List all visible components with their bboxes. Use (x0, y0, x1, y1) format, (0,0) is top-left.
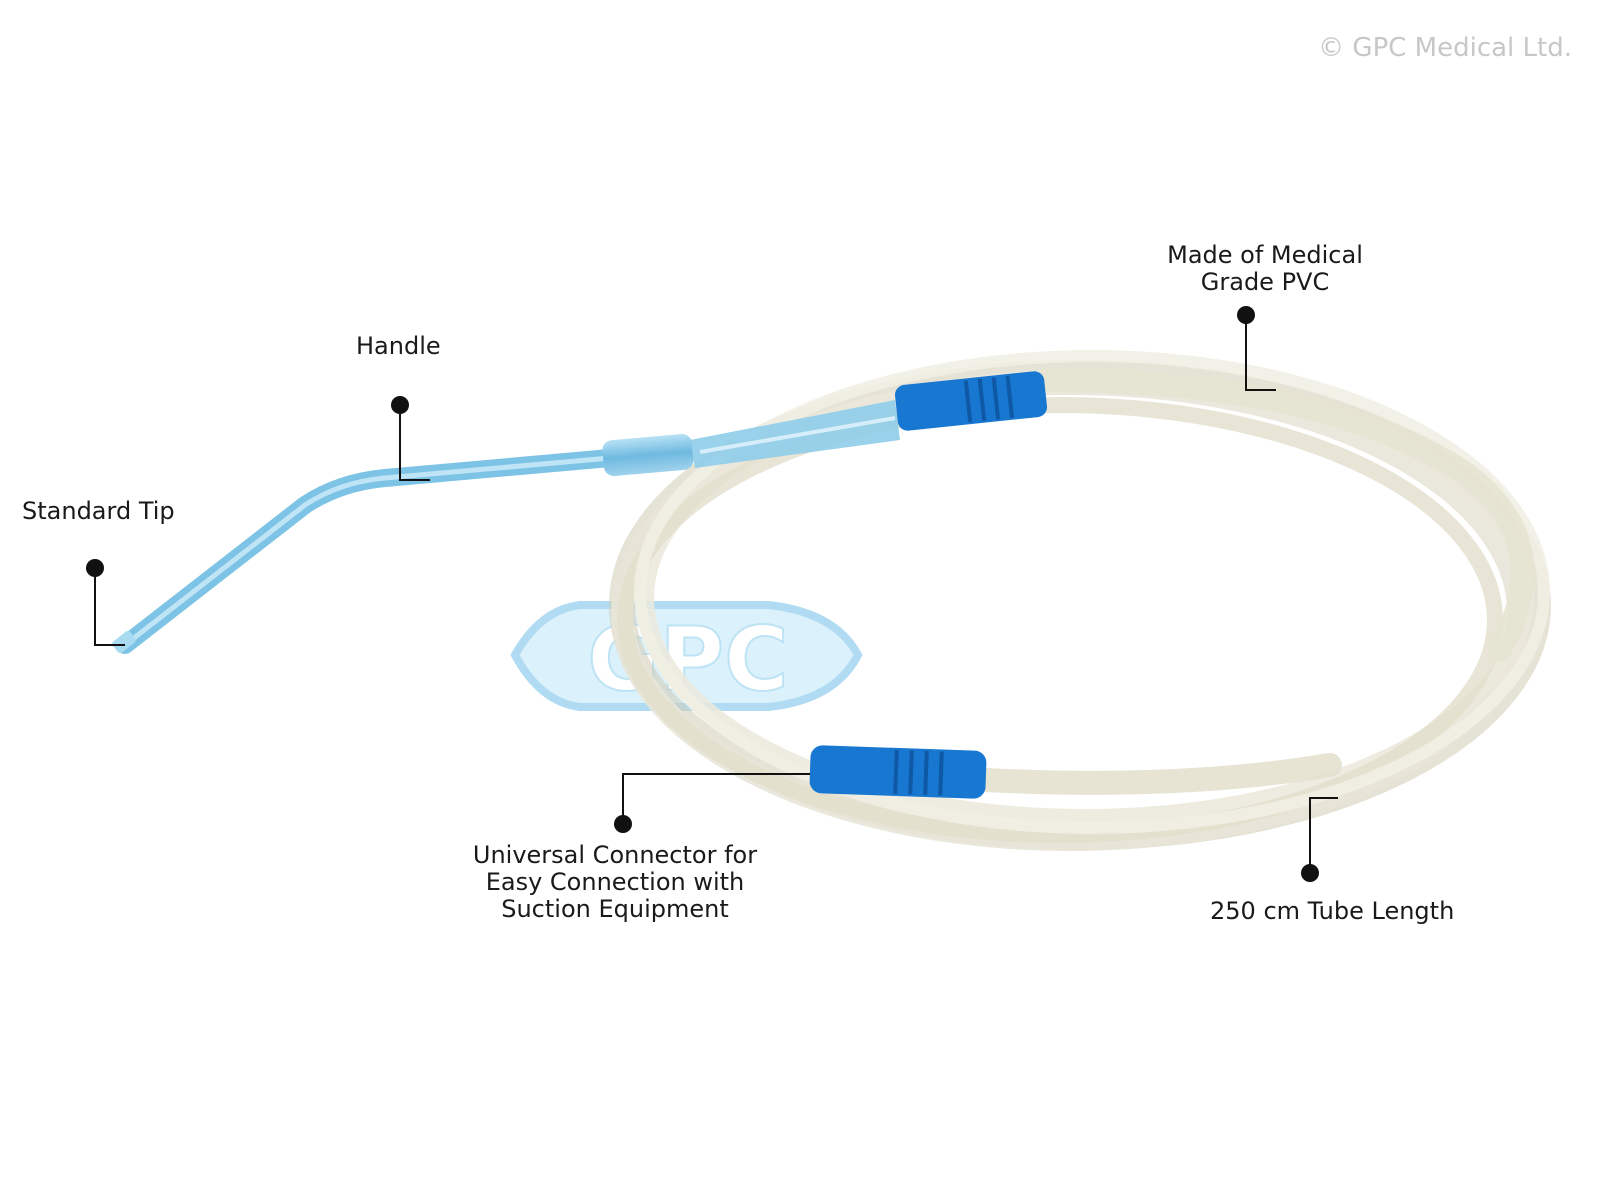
copyright-notice: © GPC Medical Ltd. (1318, 33, 1572, 63)
universal-connector (809, 745, 987, 799)
label-connector-line3: Suction Equipment (501, 895, 729, 923)
dot-tube-length (1301, 864, 1319, 882)
label-material: Made of Medical Grade PVC (1140, 242, 1390, 296)
dot-handle (391, 396, 409, 414)
label-connector: Universal Connector for Easy Connection … (445, 842, 785, 923)
watermark-badge (510, 601, 863, 711)
yankauer-handle (112, 400, 900, 654)
label-material-line1: Made of Medical (1167, 241, 1363, 269)
dot-material (1237, 306, 1255, 324)
pvc-tubing (609, 350, 1551, 851)
label-connector-line2: Easy Connection with (485, 868, 745, 896)
top-connector (894, 371, 1048, 431)
leader-tube-length (1309, 797, 1338, 873)
dot-standard-tip (86, 559, 104, 577)
label-handle: Handle (356, 332, 441, 360)
leader-connector (622, 773, 810, 824)
label-tube-length: 250 cm Tube Length (1210, 897, 1455, 925)
dot-connector (614, 815, 632, 833)
leader-lines (94, 315, 1338, 873)
label-standard-tip: Standard Tip (22, 497, 175, 525)
leader-material (1245, 315, 1276, 391)
label-connector-line1: Universal Connector for (472, 841, 758, 869)
leader-standard-tip (94, 568, 125, 646)
leader-handle (399, 405, 430, 481)
label-material-line2: Grade PVC (1200, 268, 1330, 296)
leader-dots (86, 306, 1319, 882)
